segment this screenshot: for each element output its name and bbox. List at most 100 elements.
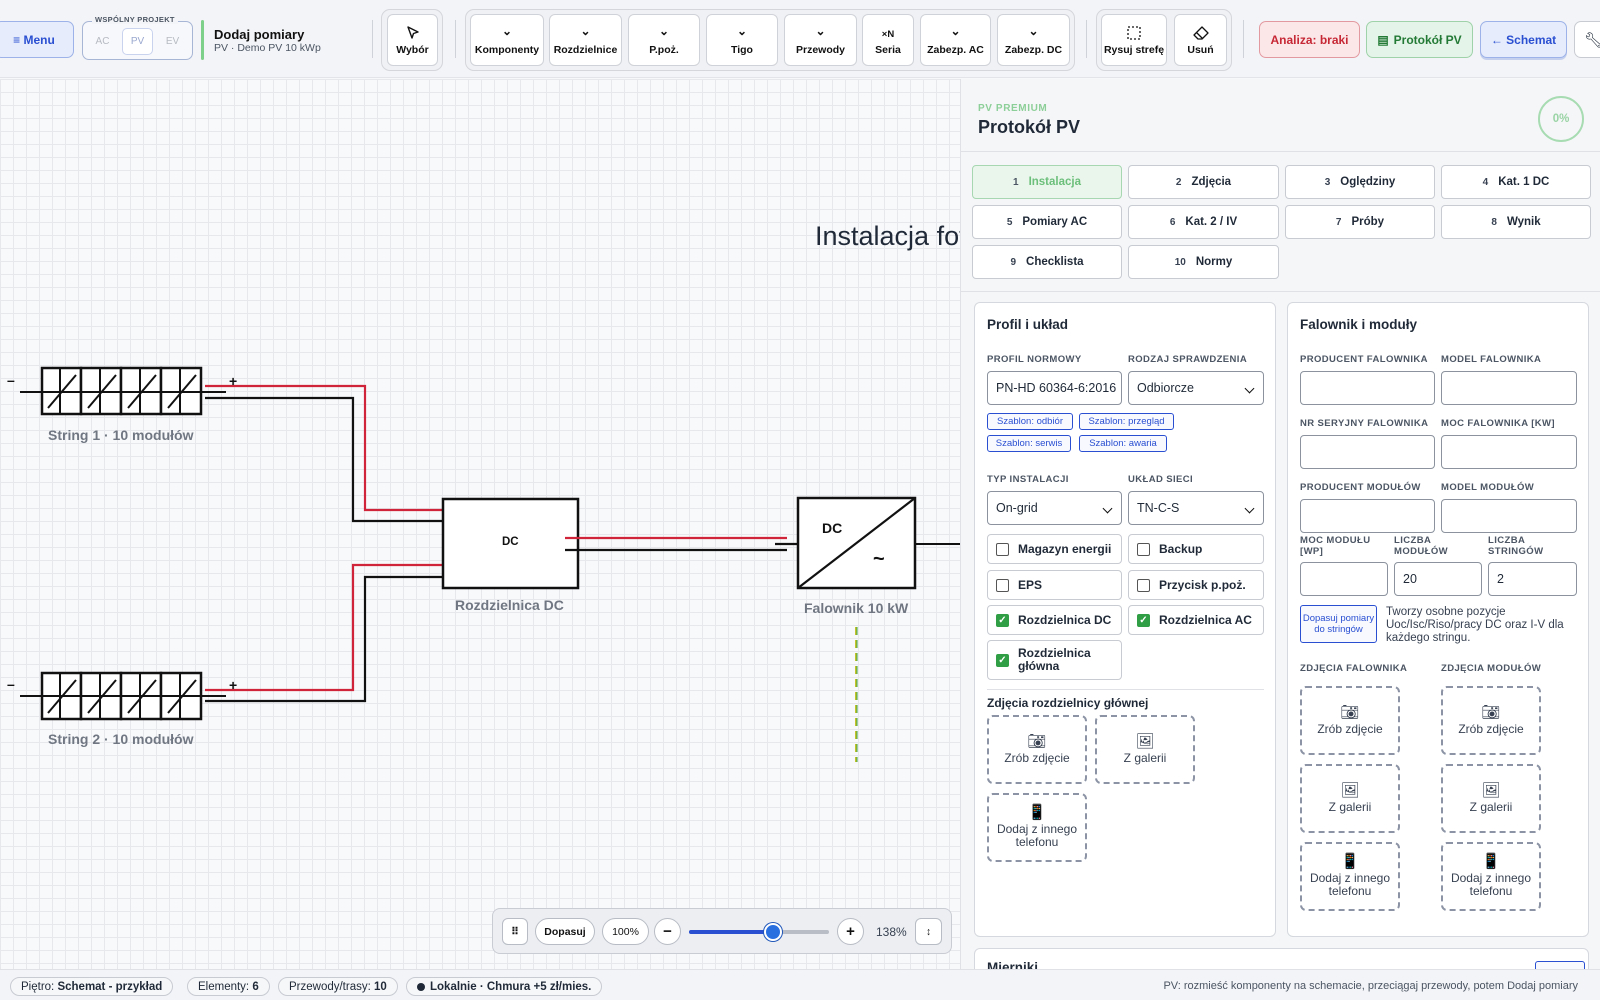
dc-protection-dropdown[interactable]: ⌄Zabezp. DC	[997, 14, 1070, 66]
gallery-button[interactable]: 🖼︎Z galerii	[1095, 715, 1195, 784]
chevron-down-icon: ⌄	[580, 24, 591, 38]
storage-pill[interactable]: Lokalnie · Chmura +5 zł/mies.	[406, 977, 603, 996]
inverter-serial-input[interactable]	[1300, 435, 1435, 469]
checkbox-dc-distribution[interactable]: ✓Rozdzielnica DC	[987, 605, 1122, 635]
wires-dropdown[interactable]: ⌄Przewody	[784, 14, 857, 66]
ac-protection-dropdown[interactable]: ⌄Zabezp. AC	[920, 14, 991, 66]
reset-zoom-button[interactable]: 100%	[602, 918, 649, 945]
fire-dropdown[interactable]: ⌄P.poż.	[628, 14, 700, 66]
checkbox-box[interactable]	[1137, 578, 1150, 592]
wire-dc-to-inverter[interactable]	[565, 536, 798, 552]
module-other-phone-button[interactable]: 📱Dodaj z innego telefonu	[1441, 842, 1541, 911]
top-toolbar: ≡ Menu WSPÓLNY PROJEKT AC PV EV Dodaj po…	[0, 0, 1600, 78]
dc-distribution-box[interactable]	[441, 497, 580, 590]
module-maker-input[interactable]	[1300, 499, 1435, 533]
dc-protection-label: Zabezp. DC	[1004, 44, 1063, 56]
inverter-take-photo-button[interactable]: 📷︎Zrób zdjęcie	[1300, 686, 1400, 755]
tigo-dropdown[interactable]: ⌄Tigo	[706, 14, 778, 66]
module-gallery-button[interactable]: 🖼︎Z galerii	[1441, 764, 1541, 833]
delete-button[interactable]: Usuń	[1174, 14, 1227, 66]
zoom-slider-knob[interactable]	[764, 923, 782, 941]
schema-button[interactable]: ← Schemat	[1480, 21, 1567, 58]
wires-value: 10	[374, 980, 387, 993]
strings-count-input[interactable]: 2	[1488, 562, 1577, 596]
phone-icon: 📱	[1481, 853, 1501, 870]
zoom-in-button[interactable]: +	[837, 918, 864, 945]
chevron-down-icon: ⌄	[950, 24, 961, 38]
string-2-modules[interactable]	[20, 671, 226, 721]
checkmark-icon[interactable]: ✓	[996, 653, 1009, 667]
inverter-power-input[interactable]	[1441, 435, 1577, 469]
fit-button[interactable]: Dopasuj	[535, 918, 595, 945]
install-type-select[interactable]: On-grid	[987, 491, 1122, 525]
checkbox-eps[interactable]: EPS	[987, 570, 1122, 600]
protocol-pv-button[interactable]: ▤Protokół PV	[1366, 21, 1473, 58]
select-tool-button[interactable]: Wybór	[387, 14, 438, 66]
fit-measurements-button[interactable]: Dopasuj pomiary do stringów	[1300, 605, 1377, 643]
zoom-out-button[interactable]: −	[654, 918, 681, 945]
camera-icon: 📷︎	[1340, 703, 1360, 721]
module-model-input[interactable]	[1441, 499, 1577, 533]
checkbox-box[interactable]	[996, 542, 1009, 556]
mode-tab-pv[interactable]: PV	[122, 28, 153, 55]
draw-zone-button[interactable]: Rysuj strefę	[1101, 14, 1167, 66]
menu-button[interactable]: ≡ Menu	[0, 21, 74, 58]
mode-tab-ac[interactable]: AC	[95, 36, 110, 47]
install-type-value: On-grid	[996, 501, 1038, 515]
template-przeglad-button[interactable]: Szablon: przegląd	[1079, 413, 1174, 430]
zoom-slider-fill	[689, 930, 773, 934]
collapse-zoom-button[interactable]: ↕	[915, 918, 942, 945]
norm-profile-input[interactable]: PN-HD 60364-6:2016	[987, 371, 1122, 405]
checkbox-backup[interactable]: Backup	[1128, 534, 1264, 564]
components-dropdown[interactable]: ⌄Komponenty	[470, 14, 544, 66]
tool-settings-button[interactable]: 🔧︎	[1574, 21, 1600, 58]
template-awaria-button[interactable]: Szablon: awaria	[1079, 435, 1167, 452]
inverter-maker-input[interactable]	[1300, 371, 1435, 405]
other-phone-button[interactable]: 📱Dodaj z innego telefonu	[987, 793, 1087, 862]
checkbox-energy-storage[interactable]: Magazyn energii	[987, 534, 1122, 564]
module-take-photo-button[interactable]: 📷︎Zrób zdjęcie	[1441, 686, 1541, 755]
module-count-input[interactable]: 20	[1394, 562, 1482, 596]
floor-pill[interactable]: Piętro: Schemat - przykład	[10, 977, 174, 996]
take-photo-button[interactable]: 📷︎Zrób zdjęcie	[987, 715, 1087, 784]
mode-tab-ev[interactable]: EV	[165, 36, 180, 47]
checkmark-icon[interactable]: ✓	[1137, 613, 1150, 627]
checkmark-icon[interactable]: ✓	[996, 613, 1009, 627]
inverter-model-input[interactable]	[1441, 371, 1577, 405]
wire-string-1[interactable]	[205, 384, 455, 523]
module-power-input[interactable]	[1300, 562, 1388, 596]
main-distribution-photos-title: Zdjęcia rozdzielnicy głównej	[987, 696, 1149, 710]
schematic-canvas[interactable]: Instalacja fotowoltaiczna	[0, 79, 960, 969]
wire-string-2[interactable]	[205, 563, 455, 703]
check-type-select[interactable]: Odbiorcze	[1128, 371, 1264, 405]
checkbox-main-distribution[interactable]: ✓Rozdzielnica główna	[987, 640, 1122, 680]
checkbox-box[interactable]	[1137, 542, 1150, 556]
inverter-gallery-button[interactable]: 🖼︎Z galerii	[1300, 764, 1400, 833]
meters-card-action[interactable]	[1535, 961, 1585, 969]
inverter-other-phone-button[interactable]: 📱Dodaj z innego telefonu	[1300, 842, 1400, 911]
dc-box-tag: DC	[502, 536, 519, 548]
checkbox-fire-button[interactable]: Przycisk p.poż.	[1128, 570, 1264, 600]
string-1-modules[interactable]	[20, 366, 226, 416]
zoom-slider[interactable]	[689, 923, 829, 941]
inverter-symbol[interactable]	[796, 496, 960, 590]
template-odbior-button[interactable]: Szablon: odbiór	[987, 413, 1073, 430]
grid-type-select[interactable]: TN-C-S	[1128, 491, 1264, 525]
checkbox-ac-distribution[interactable]: ✓Rozdzielnica AC	[1128, 605, 1264, 635]
checkbox-box[interactable]	[996, 578, 1009, 592]
analysis-missing-button[interactable]: Analiza: braki	[1259, 21, 1360, 58]
drag-handle[interactable]: ⠿	[502, 918, 528, 945]
template-serwis-button[interactable]: Szablon: serwis	[987, 435, 1071, 452]
distribution-dropdown[interactable]: ⌄Rozdzielnice	[549, 14, 622, 66]
